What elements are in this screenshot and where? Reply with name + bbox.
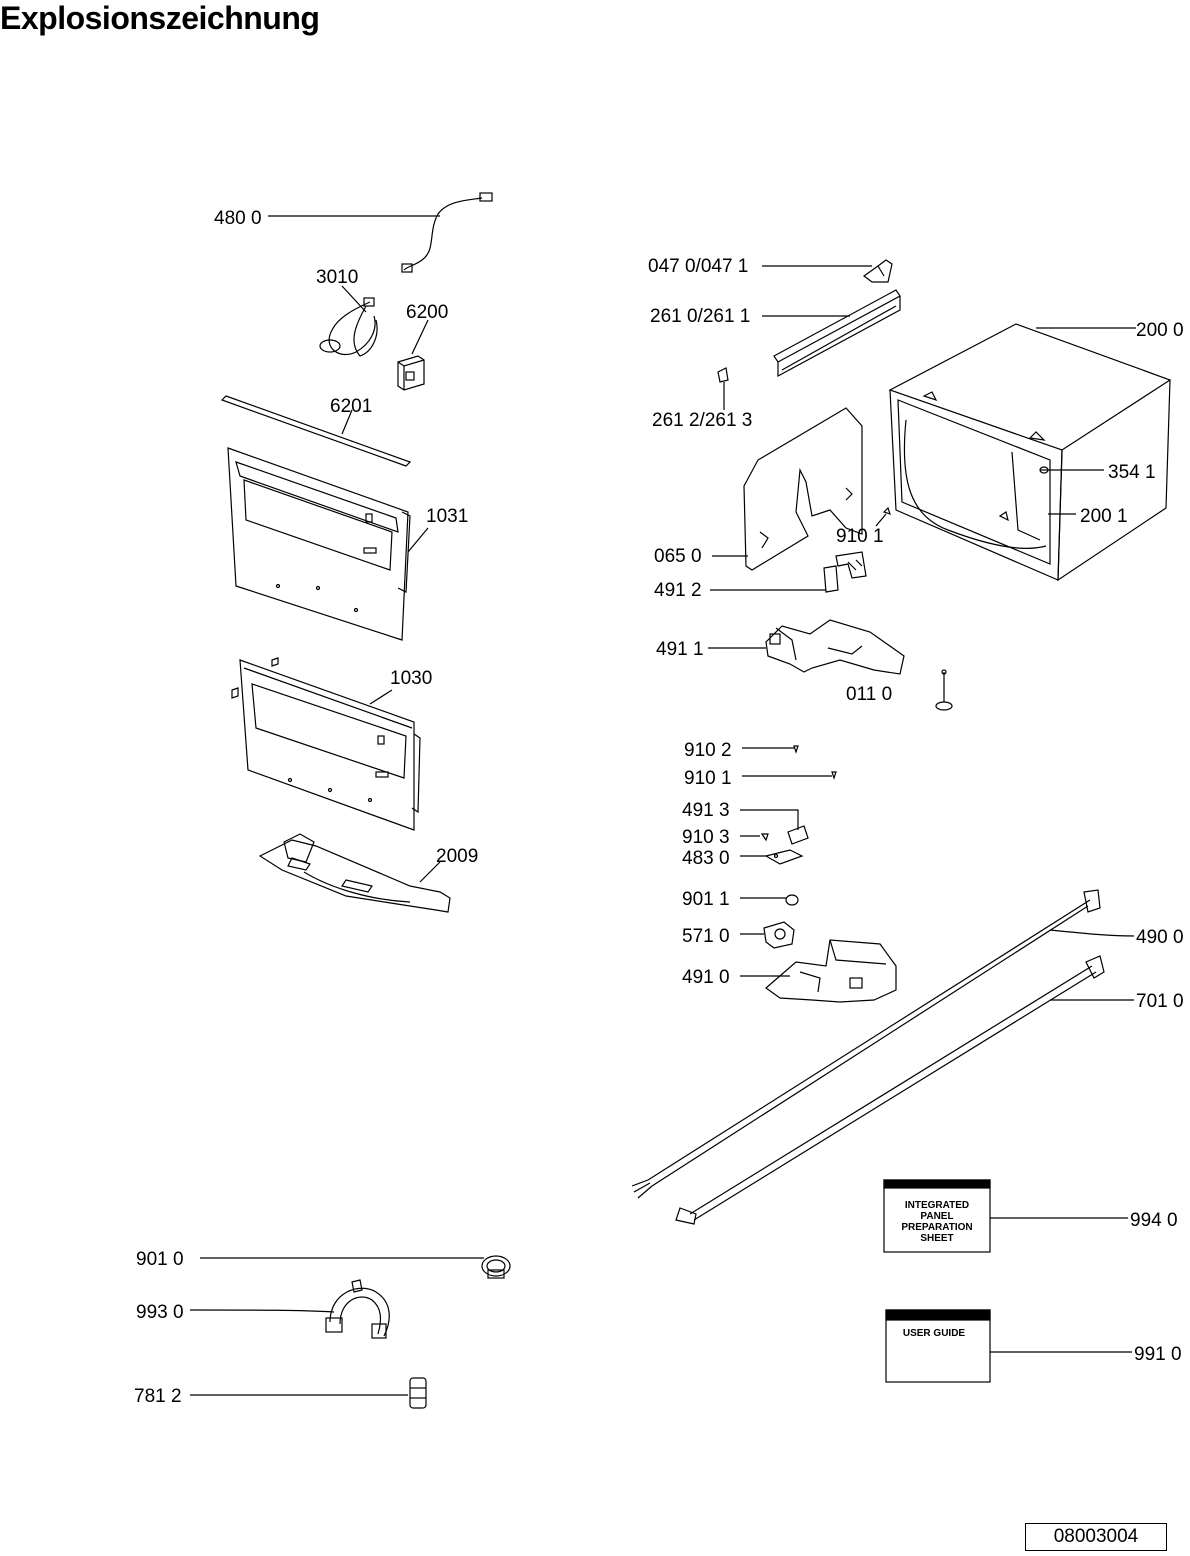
part-panel-1030 [231,657,421,831]
part-strip-6201 [220,395,412,467]
callout-1030: 1030 [390,668,432,689]
callout-3010: 3010 [316,267,358,288]
callout-9010: 901 0 [136,1249,184,1270]
callout-4800: 480 0 [214,208,262,229]
callout-9011: 901 1 [682,889,730,910]
callout-2000: 200 0 [1136,320,1184,341]
callout-6200: 6200 [406,302,448,323]
callout-9910: 991 0 [1134,1344,1182,1365]
callout-7812: 781 2 [134,1386,182,1407]
callout-4900: 490 0 [1136,927,1184,948]
part-cable-4800 [268,192,493,273]
part-harness-3010 [319,285,378,357]
part-rail-2610 [762,289,901,378]
part-hose-9930 [189,1279,390,1339]
document-integrated-panel-sheet [883,1179,1128,1253]
callout-4910: 491 0 [682,967,730,988]
part-tray-2009 [258,833,451,913]
doc-integrated-line4: SHEET [920,1233,953,1244]
callout-0110: 011 0 [846,684,892,705]
callout-0650: 065 0 [654,546,702,567]
callout-7010: 701 0 [1136,991,1184,1012]
callout-9101-upper: 910 1 [836,526,884,547]
callout-5710: 571 0 [682,926,730,947]
part-sheet-0650 [712,407,863,571]
part-hose-7010 [675,955,1134,1225]
part-housing-4911 [708,619,905,675]
doc-integrated-line1: INTEGRATED [905,1200,969,1211]
part-screw-9101-lower [742,771,837,780]
document-number-box: 08003004 [1025,1523,1167,1551]
callout-9102: 910 2 [684,740,732,761]
part-tub-2000 [888,323,1172,582]
callout-4913: 491 3 [682,800,730,821]
callout-9101-lower: 910 1 [684,768,732,789]
part-screw-9102 [742,745,799,754]
part-nut-9011 [740,894,799,906]
part-base-4910 [740,939,897,1003]
part-pin-0110 [935,669,953,711]
callout-2610: 261 0/261 1 [650,306,750,327]
part-power-cord-4900 [631,889,1135,1199]
callout-3541: 354 1 [1108,462,1156,483]
part-valve-5710 [740,921,795,949]
document-user-guide [885,1309,1132,1383]
callout-4830: 483 0 [682,848,730,869]
part-clamp-9010 [200,1255,511,1279]
doc-user-guide-label: USER GUIDE [903,1328,966,1339]
part-bracket-4912 [710,551,867,593]
callout-9930: 993 0 [136,1302,184,1323]
part-clip-0470 [762,259,893,283]
callout-9103: 910 3 [682,827,730,848]
callout-4911: 491 1 [656,639,704,660]
callout-2612: 261 2/261 3 [652,410,752,431]
page-title: Explosionszeichnung [0,0,320,36]
callout-1031: 1031 [426,506,468,527]
part-pin-2612 [717,367,729,410]
part-panel-1031 [227,447,429,641]
part-component-6200 [397,319,429,391]
callout-9940: 994 0 [1130,1210,1178,1231]
part-connector-7812 [190,1377,427,1409]
doc-integrated-line2: PANEL [920,1211,953,1222]
part-screw-9101-upper [875,506,891,527]
callout-6201: 6201 [330,396,372,417]
callout-2001: 200 1 [1080,506,1128,527]
part-plate-4830 [740,849,804,865]
callout-2009: 2009 [436,846,478,867]
doc-integrated-line3: PREPARATION [901,1222,972,1233]
callout-4912: 491 2 [654,580,702,601]
part-screw-9103 [740,833,769,842]
part-lever-4913 [740,809,809,845]
callout-0470: 047 0/047 1 [648,256,748,277]
